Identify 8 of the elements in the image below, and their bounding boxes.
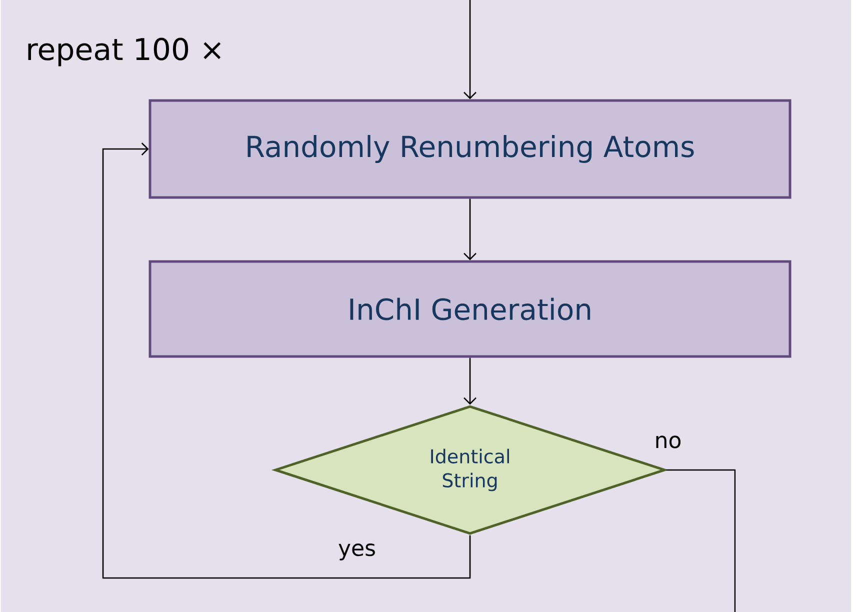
process-box: Randomly Renumbering Atoms bbox=[148, 99, 792, 199]
arrow bbox=[464, 0, 476, 100]
arrow bbox=[464, 358, 476, 405]
panel-heading: repeat 100 × bbox=[28, 38, 221, 66]
process-box: InChI Generation bbox=[148, 260, 792, 358]
arrow bbox=[464, 198, 476, 260]
edge-label: yes bbox=[337, 542, 378, 562]
arrow bbox=[102, 142, 471, 579]
